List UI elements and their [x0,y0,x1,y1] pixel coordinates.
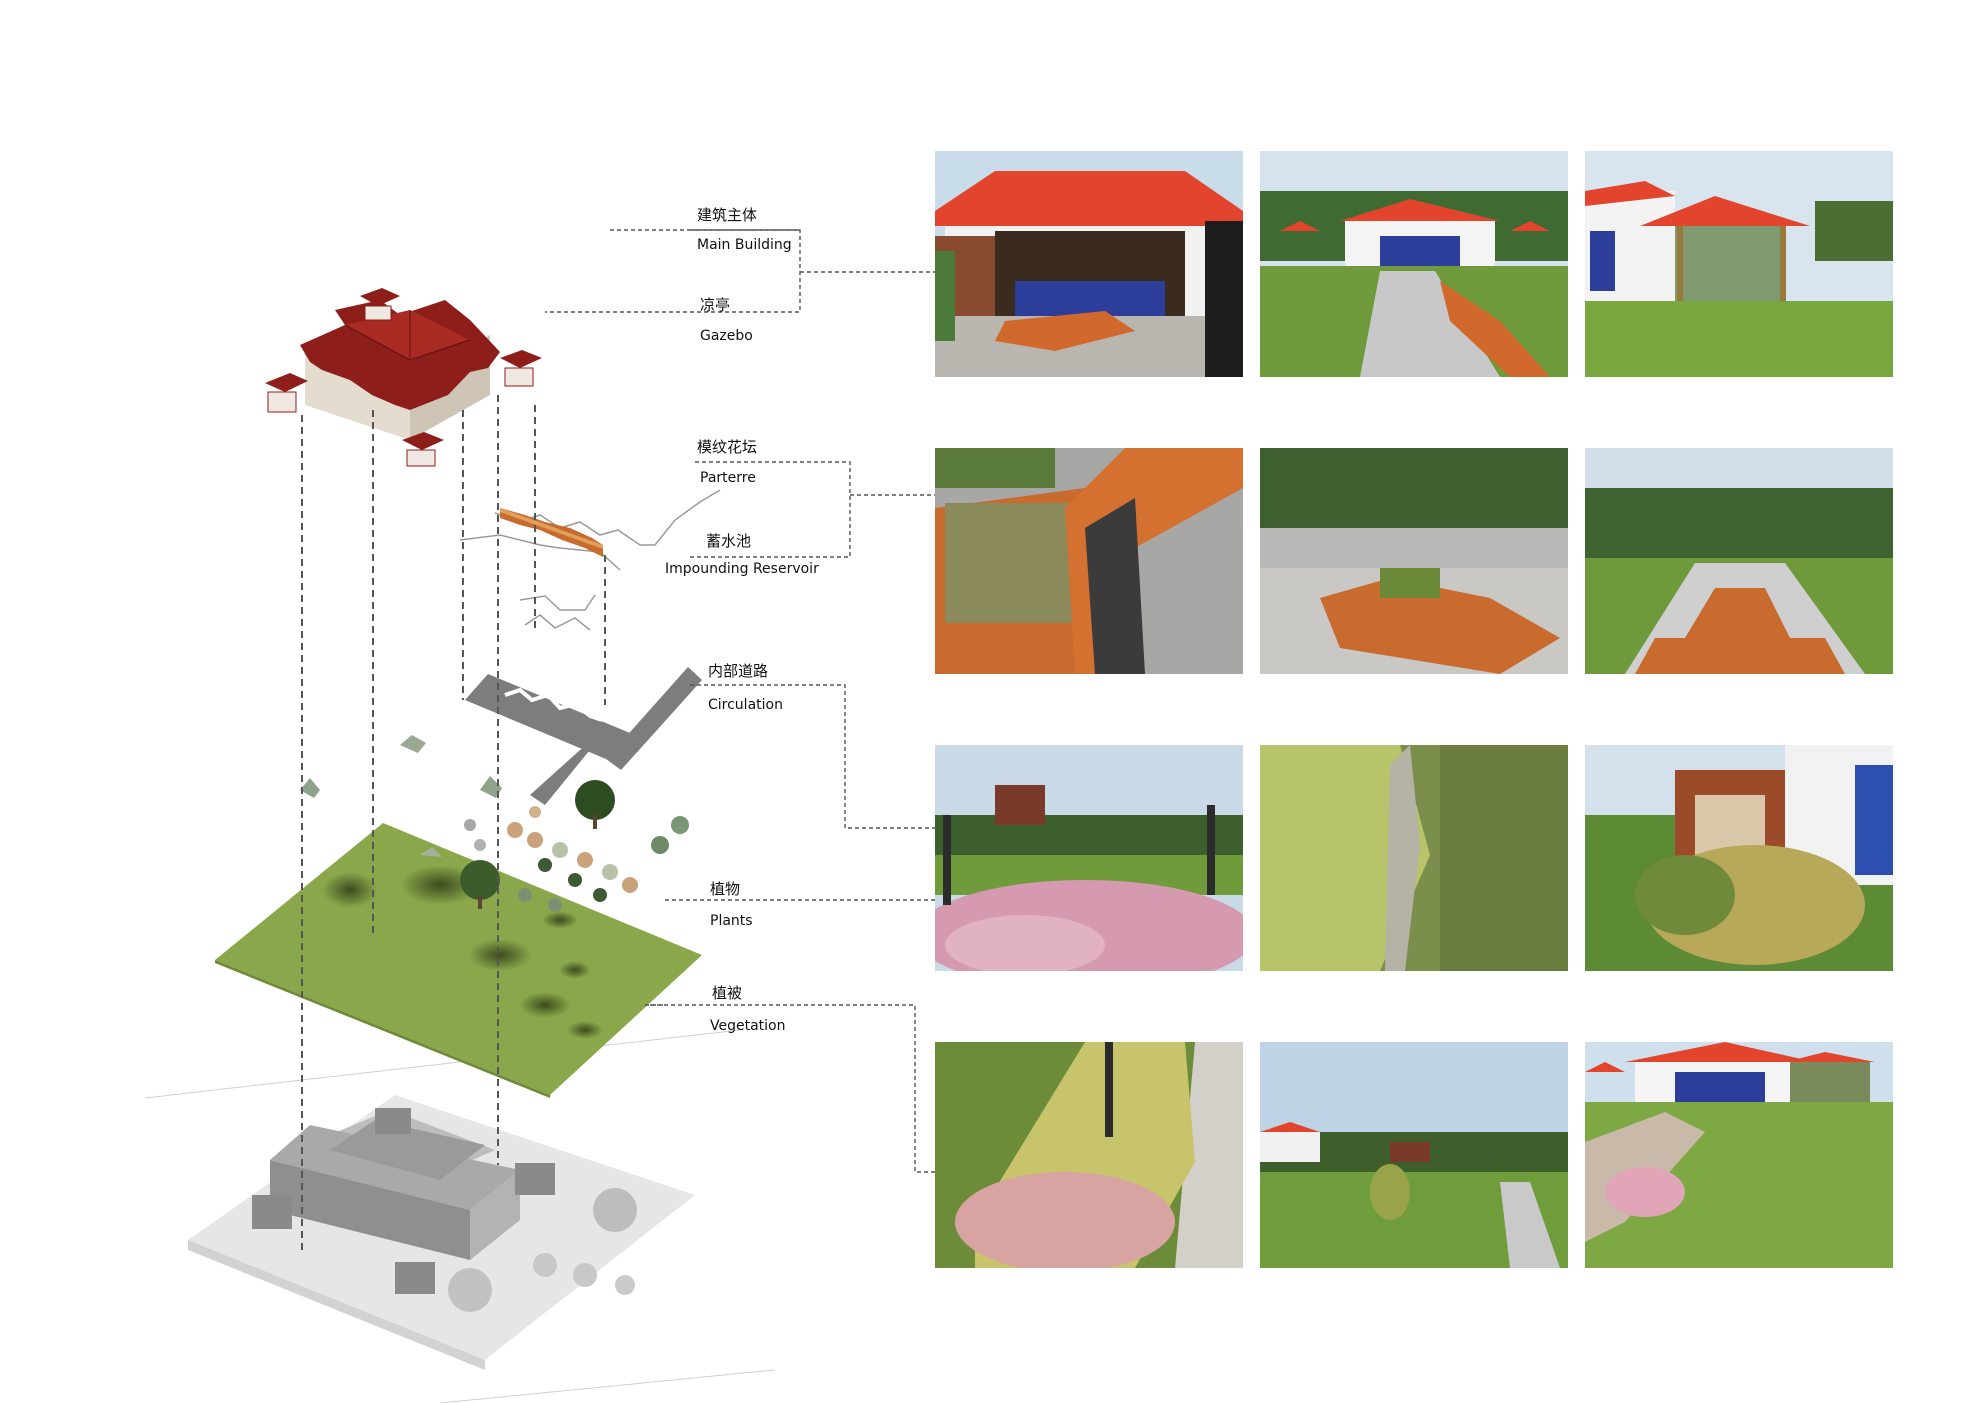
photo-shrub-closeup [1260,745,1568,971]
label-plants-cn: 植物 [710,880,741,898]
label-circulation-cn: 内部道路 [708,662,769,680]
label-reservoir-en: Impounding Reservoir [665,561,819,577]
photo-lawn-trees [1260,1042,1568,1268]
label-plants-en: Plants [710,913,753,929]
photo-building-axis [1260,151,1568,377]
photo-parterre-axis [1585,448,1893,674]
main-building-model [265,288,542,467]
label-parterre-cn: 模纹花坛 [697,438,758,456]
label-gazebo-cn: 凉亭 [700,296,731,314]
projection-lines [301,395,606,1250]
photo-shrub-wall [1585,745,1893,971]
leader-lines [545,229,935,1173]
photo-parterre-steps [1260,448,1568,674]
photo-shrub-path [935,1042,1243,1268]
parterre-layer [459,489,721,631]
photo-building-front [935,151,1243,377]
photo-parterre-close [935,448,1243,674]
label-vegetation-cn: 植被 [712,984,743,1002]
plants-layer [300,735,689,912]
label-vegetation-en: Vegetation [710,1018,786,1034]
ground-line-lower [439,1369,776,1403]
label-main-building-cn: 建筑主体 [697,206,758,224]
label-main-building-en: Main Building [697,237,792,253]
label-gazebo-en: Gazebo [700,328,753,344]
ground-line-upper [144,1029,741,1099]
label-reservoir-cn: 蓄水池 [706,532,752,550]
vegetation-plane [215,823,702,1098]
photo-lawn-building [1585,1042,1893,1268]
label-circulation-en: Circulation [708,697,783,713]
circulation-layer [465,667,702,805]
label-parterre-en: Parterre [700,470,756,486]
base-site-plan [188,1095,695,1370]
photo-flowers-lawn [935,745,1243,971]
photo-gazebo [1585,151,1893,377]
